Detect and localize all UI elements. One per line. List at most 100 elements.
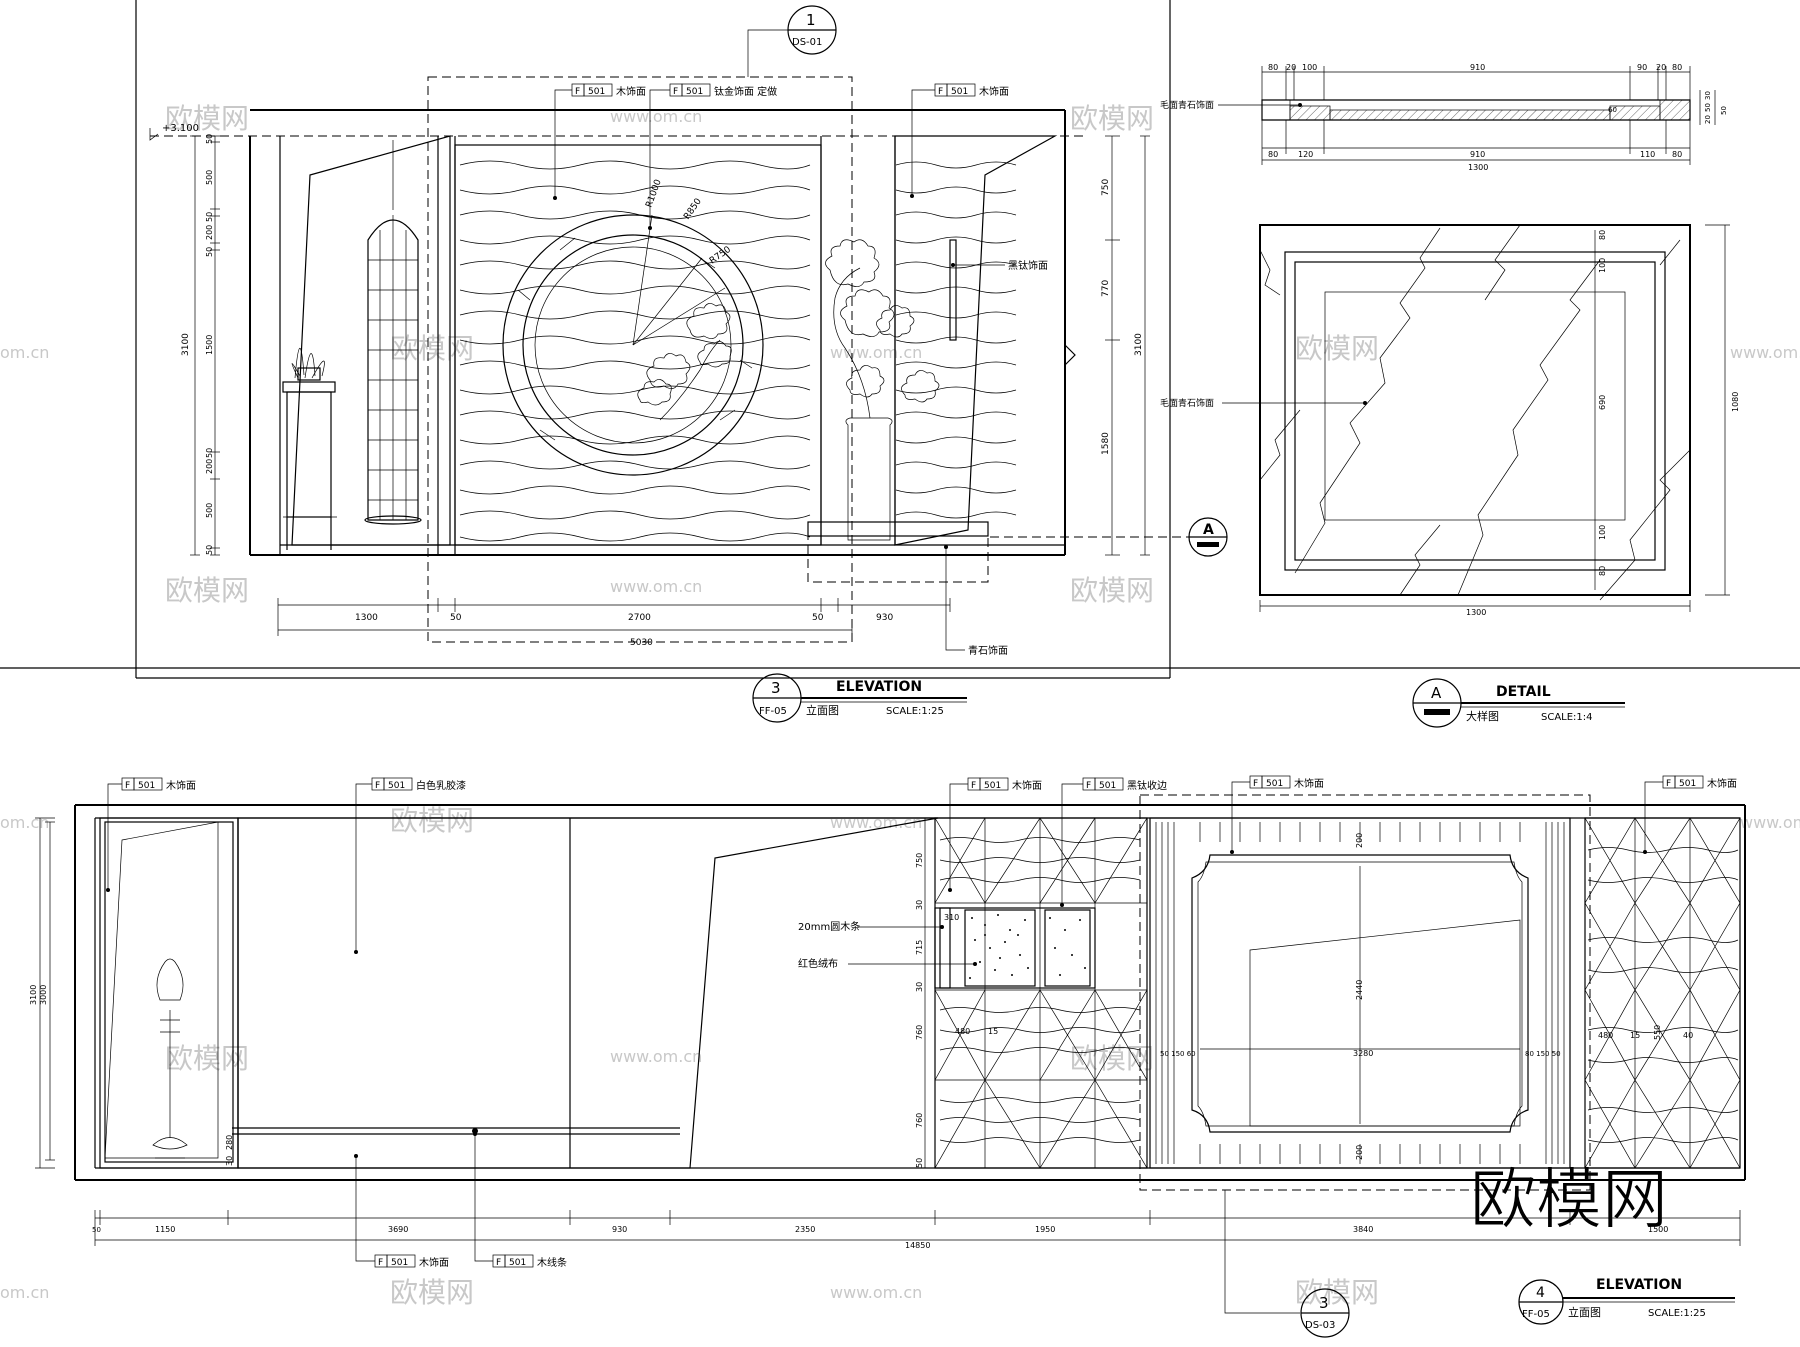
- svg-text:3840: 3840: [1353, 1225, 1373, 1234]
- elev3-subtitle: 立面图: [806, 703, 839, 717]
- svg-text:110: 110: [1640, 150, 1655, 159]
- svg-text:750: 750: [915, 853, 924, 868]
- svg-text:50 150 60: 50 150 60: [1160, 1050, 1196, 1058]
- watermark-url: www.om.cn: [830, 343, 922, 362]
- svg-text:760: 760: [915, 1025, 924, 1040]
- elev4-bottom-dims: 50 1150 3690 930 2350 1950 3840 1500 148…: [92, 1210, 1741, 1250]
- mirror-frame: [1149, 817, 1571, 1169]
- svg-text:1500: 1500: [205, 335, 214, 355]
- svg-text:750: 750: [1101, 179, 1111, 196]
- wave-pattern: [459, 160, 811, 542]
- svg-text:50: 50: [205, 247, 214, 257]
- svg-text:690: 690: [1598, 395, 1607, 410]
- elev4-title-block: 4 FF-05 ELEVATION 立面图 SCALE:1:25: [1518, 1277, 1735, 1325]
- watermark-brand: 欧模网: [165, 1042, 249, 1075]
- svg-text:F: F: [378, 1258, 383, 1268]
- svg-text:F: F: [938, 87, 943, 97]
- detail-face-label: 毛面青石饰面: [1160, 397, 1214, 409]
- svg-text:3: 3: [1319, 1294, 1329, 1312]
- label-wood2: 木饰面: [1012, 779, 1042, 792]
- svg-text:80: 80: [1672, 150, 1682, 159]
- svg-text:30: 30: [1704, 91, 1712, 100]
- radius-r850: R850: [682, 197, 704, 222]
- watermark-layer: 欧模网 欧模网 欧模网 欧模网 欧模网 欧模网 欧模网 欧模网 欧模网 欧模网 …: [0, 102, 1800, 1309]
- sheet-frame: [0, 0, 1800, 679]
- svg-text:100: 100: [1302, 63, 1317, 72]
- svg-text:F: F: [125, 781, 130, 791]
- elev4-frame-dims: 200 2440 200 3280 50 150 60 80 150 50: [1160, 833, 1561, 1160]
- watermark-brand: 欧模网: [165, 574, 249, 607]
- svg-text:15: 15: [988, 1027, 998, 1036]
- svg-text:15: 15: [1630, 1031, 1640, 1040]
- svg-text:50: 50: [915, 1158, 924, 1168]
- elev3-right-dims: 750 770 1580 3100: [1101, 135, 1150, 556]
- svg-text:501: 501: [509, 1258, 526, 1268]
- svg-text:200: 200: [205, 225, 214, 240]
- bird-cage: [368, 215, 418, 520]
- svg-text:1300: 1300: [355, 613, 378, 623]
- label-bluestone: 青石饰面: [968, 644, 1008, 657]
- svg-text:200: 200: [205, 459, 214, 474]
- svg-text:60: 60: [1608, 106, 1617, 114]
- frame-fluting: [1155, 822, 1565, 1164]
- svg-text:200: 200: [1355, 833, 1364, 848]
- label-wood3: 木饰面: [1294, 777, 1324, 790]
- label-titan: 钛金饰面 定做: [714, 85, 777, 98]
- label-black-edge: 黑钛收边: [1127, 779, 1167, 792]
- table-lamp: [152, 958, 188, 1159]
- detail-title: DETAIL: [1496, 684, 1551, 700]
- svg-text:50: 50: [812, 613, 824, 623]
- label-wood-strip: 木线条: [537, 1256, 567, 1269]
- svg-text:501: 501: [388, 781, 405, 791]
- svg-text:910: 910: [1470, 150, 1485, 159]
- svg-text:501: 501: [1679, 779, 1696, 789]
- svg-text:501: 501: [1266, 779, 1283, 789]
- elev4-left-dims: 3100 3000: [29, 817, 55, 1169]
- svg-text:F: F: [1253, 779, 1258, 789]
- elev4-title: ELEVATION: [1596, 1277, 1682, 1293]
- svg-text:F: F: [1666, 779, 1671, 789]
- svg-text:1950: 1950: [1035, 1225, 1055, 1234]
- svg-text:3000: 3000: [39, 985, 48, 1005]
- svg-text:50: 50: [450, 613, 462, 623]
- svg-text:FF-05: FF-05: [759, 706, 787, 717]
- svg-text:1500: 1500: [1648, 1225, 1668, 1234]
- svg-text:501: 501: [951, 87, 968, 97]
- label-wood-right: 木饰面: [979, 85, 1009, 98]
- svg-text:501: 501: [984, 781, 1001, 791]
- svg-text:1080: 1080: [1731, 392, 1740, 412]
- svg-text:501: 501: [1099, 781, 1116, 791]
- watermark-url: om.cn: [0, 343, 49, 362]
- watermark-brand: 欧模网: [390, 332, 474, 365]
- moon-gate-circle: [502, 214, 764, 476]
- elev3-title-block: 3 FF-05 ELEVATION 立面图 SCALE:1:25: [752, 673, 967, 723]
- svg-text:120: 120: [1298, 150, 1313, 159]
- svg-text:20: 20: [1286, 63, 1296, 72]
- svg-text:50: 50: [205, 134, 214, 144]
- watermark-brand: 欧模网: [390, 804, 474, 837]
- svg-text:80 150 50: 80 150 50: [1525, 1050, 1561, 1058]
- svg-text:1150: 1150: [155, 1225, 175, 1234]
- svg-text:100: 100: [1598, 258, 1607, 273]
- svg-text:501: 501: [138, 781, 155, 791]
- label-wood4: 木饰面: [1707, 777, 1737, 790]
- label-red-cloth: 红色绒布: [798, 957, 838, 970]
- svg-text:F: F: [673, 87, 678, 97]
- watermark-url: www.om.cn: [610, 107, 702, 126]
- elevation-4: 3 DS-03 F 501 木饰面 F 501 白色乳胶漆 F 501 木饰面 …: [29, 775, 1746, 1338]
- svg-text:50: 50: [205, 448, 214, 458]
- svg-text:3: 3: [771, 679, 781, 697]
- svg-text:4: 4: [1536, 1285, 1545, 1301]
- svg-text:80: 80: [1672, 63, 1682, 72]
- elev4-labels: F 501 木饰面 F 501 白色乳胶漆 F 501 木饰面 F 501 黑钛…: [106, 775, 1737, 1269]
- marble-veins: [1259, 224, 1691, 601]
- elev3-labels: F 501 木饰面 F 501 钛金饰面 定做 F 501 木饰面 黑钛饰面 青…: [553, 83, 1048, 657]
- callout-ds01-num: 1: [806, 11, 816, 29]
- label-latex: 白色乳胶漆: [416, 779, 466, 792]
- svg-text:500: 500: [205, 503, 214, 518]
- svg-text:3100: 3100: [1134, 333, 1144, 356]
- svg-text:80: 80: [1598, 230, 1607, 240]
- svg-text:90: 90: [1637, 63, 1647, 72]
- watermark-brand: 欧模网: [1070, 574, 1154, 607]
- watermark-url: www.om.cn: [610, 1047, 702, 1066]
